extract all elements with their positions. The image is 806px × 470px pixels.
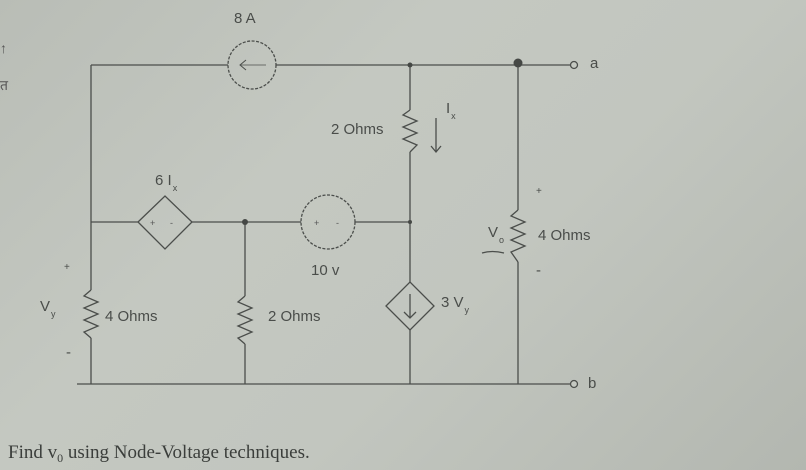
resistor-4ohm-output: [509, 209, 527, 263]
label-ix: Ix: [446, 100, 456, 121]
vy-plus: +: [64, 262, 70, 273]
label-3vy: 3 Vy: [441, 294, 470, 315]
svg-text:+: +: [314, 218, 319, 228]
current-source-8a: [227, 40, 277, 90]
vy-minus: -: [66, 344, 71, 361]
label-10v: 10 v: [311, 262, 340, 279]
label-2ohm-middle: 2 Ohms: [268, 308, 321, 325]
label-vo: Vo: [488, 224, 505, 245]
svg-text:-: -: [170, 218, 173, 228]
dependent-voltage-source: [137, 195, 193, 250]
terminal-b-node: [569, 379, 579, 389]
label-4ohm-left: 4 Ohms: [105, 308, 158, 325]
problem-statement: Find v0 using Node-Voltage techniques.: [8, 442, 310, 465]
label-2ohm-top: 2 Ohms: [331, 121, 384, 138]
label-terminal-b: b: [588, 375, 597, 392]
label-8a: 8 A: [234, 10, 256, 27]
svg-text:-: -: [336, 218, 339, 228]
vo-minus: -: [536, 262, 541, 279]
resistor-2ohm-top: [401, 109, 419, 153]
label-4ohm-output: 4 Ohms: [538, 227, 591, 244]
voltage-source-10v: [300, 194, 356, 250]
margin-mark-1: ↑: [0, 40, 7, 56]
svg-text:+: +: [150, 218, 155, 228]
dependent-current-source: [385, 281, 435, 331]
terminal-a-node: [569, 60, 579, 70]
vo-plus: +: [536, 186, 542, 197]
label-vy: Vy: [40, 298, 56, 319]
margin-mark-2: त: [0, 77, 8, 93]
label-6ix: 6 Ix: [155, 172, 178, 193]
resistor-2ohm-middle: [236, 295, 254, 345]
label-terminal-a: a: [590, 55, 599, 72]
resistor-4ohm-left: [82, 289, 100, 339]
